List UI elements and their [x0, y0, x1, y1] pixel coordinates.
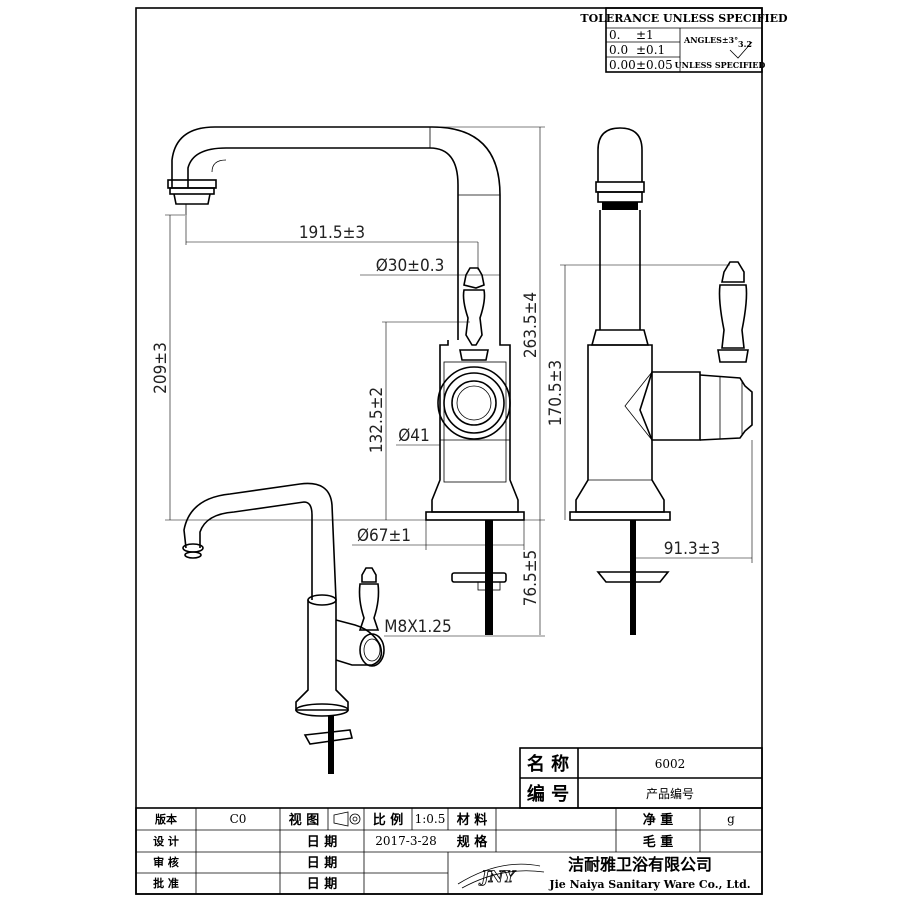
weight-unit: g — [727, 812, 735, 826]
logo-text: JNY — [478, 867, 516, 886]
dim-handle-reach: 91.3±3 — [664, 539, 721, 559]
date-label-1: 日 期 — [307, 835, 338, 850]
tolerance-table: TOLERANCE UNLESS SPECIFIED 0. ±1 0.0 ±0.… — [580, 7, 788, 73]
unless-specified-note: UNLESS SPECIFIED — [675, 60, 766, 70]
roughness-value: 3.2 — [738, 39, 752, 49]
scale-value: 1:0.5 — [415, 812, 446, 826]
dimension-lines — [165, 126, 753, 637]
material-label: 材 料 — [457, 812, 488, 828]
company-name-en: Jie Naiya Sanitary Ware Co., Ltd. — [548, 878, 750, 891]
dimension-labels: 191.5±3 Ø30±0.3 263.5±4 209±3 132.5±2 Ø4… — [151, 223, 720, 637]
version-label: 版本 — [155, 812, 177, 826]
dim-thread: M8X1.25 — [384, 617, 451, 637]
dim-shank-length: 76.5±5 — [521, 550, 541, 607]
tolerance-title: TOLERANCE UNLESS SPECIFIED — [580, 12, 788, 25]
name-value: 6002 — [655, 757, 686, 771]
tol-digits-2: 0.0 — [609, 43, 628, 57]
review-label: 审 核 — [153, 855, 179, 869]
date-value: 2017-3-28 — [375, 834, 437, 848]
roughness-symbol — [729, 41, 753, 59]
company-name-cn: 洁耐雅卫浴有限公司 — [568, 855, 712, 874]
view-label: 视 图 — [289, 812, 320, 828]
dim-base-dia: Ø67±1 — [357, 526, 411, 546]
version-value: C0 — [230, 812, 247, 826]
angles-note: ANGLES±3° — [683, 35, 738, 45]
gross-weight-label: 毛 重 — [643, 834, 674, 850]
code-label: 编 号 — [527, 783, 569, 805]
code-value: 产品编号 — [646, 786, 694, 801]
name-label: 名 称 — [527, 753, 569, 775]
tol-value-3: ±0.05 — [636, 58, 673, 72]
side-view — [569, 127, 753, 635]
iso-view — [182, 482, 385, 774]
projection-symbol-icon — [333, 811, 361, 827]
approve-label: 批 准 — [153, 876, 179, 890]
dim-spout-height: 209±3 — [151, 342, 171, 394]
dim-spout-dia: Ø30±0.3 — [376, 256, 445, 276]
date-label-3: 日 期 — [307, 877, 338, 892]
tol-digits-3: 0.00 — [609, 58, 636, 72]
date-label-2: 日 期 — [307, 856, 338, 871]
scale-label: 比 例 — [373, 812, 404, 828]
net-weight-label: 净 重 — [643, 812, 674, 828]
dim-reach: 191.5±3 — [299, 223, 365, 243]
dim-side-height: 170.5±3 — [546, 360, 566, 426]
spec-label: 规 格 — [457, 834, 489, 850]
tol-value-2: ±0.1 — [636, 43, 665, 57]
front-view — [167, 126, 525, 635]
title-block: 名 称 6002 编 号 产品编号 版本 C0 视 图 比 例 1:0.5 材 … — [135, 747, 763, 895]
dim-handle-height: 132.5±2 — [367, 387, 387, 453]
tol-value-1: ±1 — [636, 28, 654, 42]
dim-body-dia: Ø41 — [398, 426, 430, 446]
tol-digits-1: 0. — [609, 28, 620, 42]
design-label: 设 计 — [153, 834, 179, 848]
dim-total-height: 263.5±4 — [521, 292, 541, 358]
company-logo: JNY — [457, 863, 545, 889]
